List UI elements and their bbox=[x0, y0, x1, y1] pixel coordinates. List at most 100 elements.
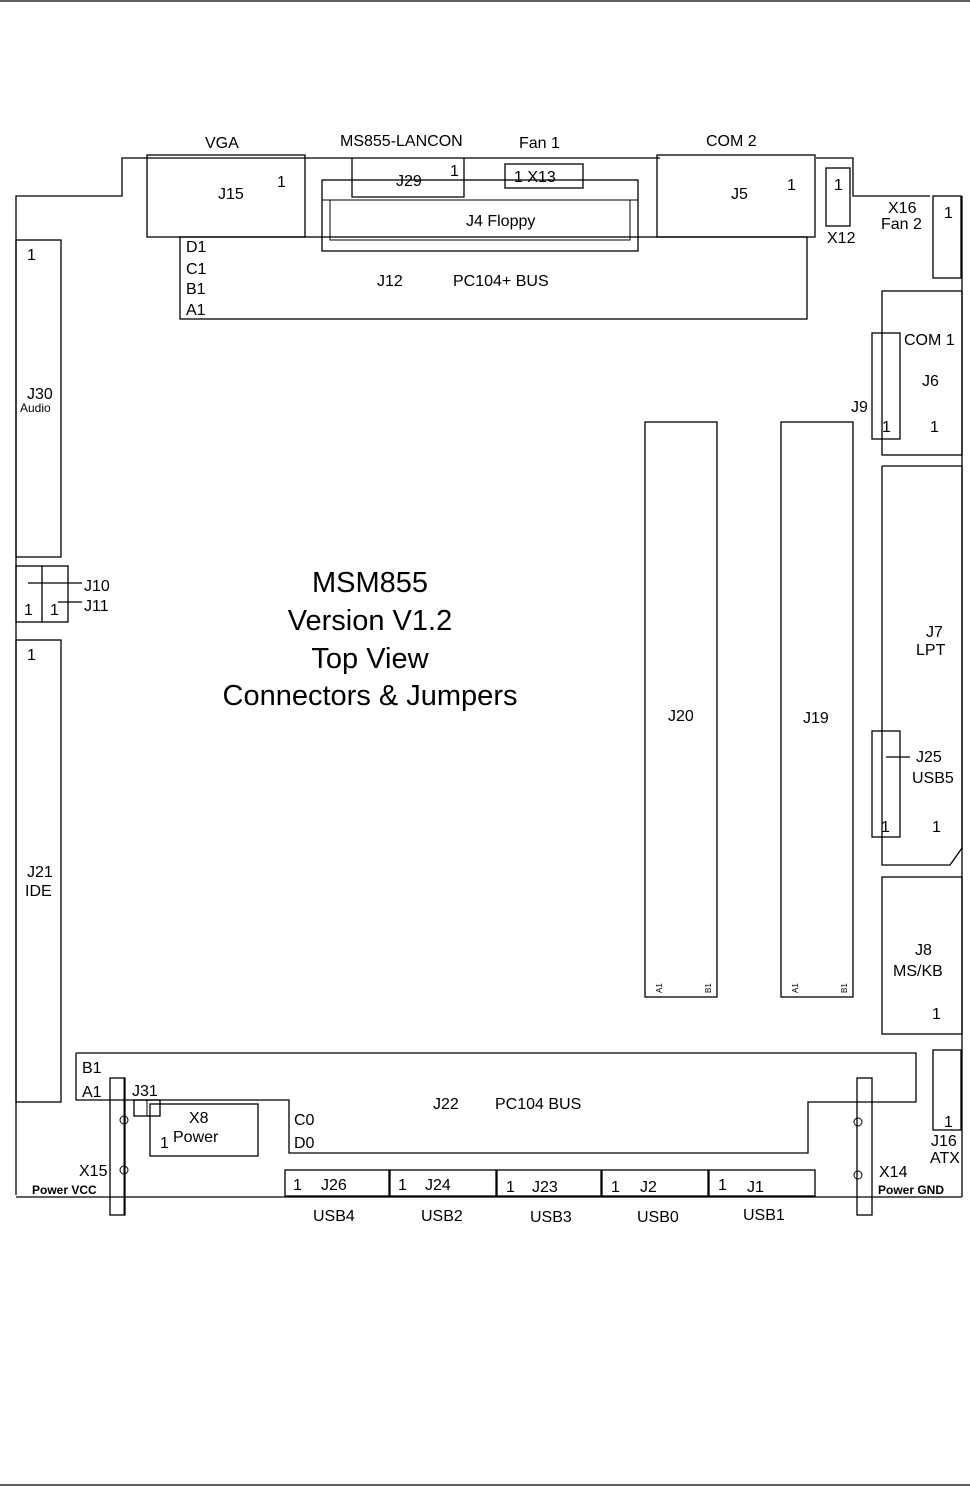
j2-connector bbox=[601, 1169, 709, 1197]
j2-pin-1: 1 bbox=[611, 1179, 620, 1196]
j15-pin-1: 1 bbox=[277, 174, 286, 191]
x13-label: 1 X13 bbox=[514, 169, 556, 186]
j30-pin-1: 1 bbox=[27, 247, 36, 264]
x14-hole-2 bbox=[853, 1170, 863, 1180]
usb2-label: USB2 bbox=[421, 1208, 463, 1225]
board-outline-right-top bbox=[816, 157, 930, 197]
j24-connector bbox=[389, 1169, 497, 1197]
x8-connector bbox=[149, 1103, 259, 1157]
j22-row-b1: B1 bbox=[82, 1060, 102, 1077]
x12-label: X12 bbox=[827, 230, 856, 247]
j9-pin-1: 1 bbox=[882, 419, 891, 436]
usb-header-j26: 1 J26 USB4 bbox=[284, 1169, 390, 1225]
x16-connector bbox=[932, 195, 962, 279]
fan1-label: Fan 1 bbox=[519, 135, 560, 152]
j10-label: J10 bbox=[84, 578, 110, 595]
j20-pin-a1: A1 bbox=[655, 983, 664, 993]
j26-label: J26 bbox=[321, 1177, 347, 1194]
power-gnd-label: Power GND bbox=[878, 1183, 944, 1197]
j30-connector bbox=[15, 239, 62, 558]
vga-label: VGA bbox=[205, 135, 239, 152]
com1-label: COM 1 bbox=[904, 332, 955, 349]
j25-connector bbox=[871, 730, 901, 838]
j22-row-c0: C0 bbox=[294, 1112, 315, 1129]
power-vcc-label: Power VCC bbox=[32, 1183, 97, 1197]
x12-connector bbox=[825, 167, 851, 227]
x14-bar bbox=[856, 1077, 873, 1216]
j12-row-b1: B1 bbox=[186, 281, 206, 298]
j29-connector bbox=[351, 158, 465, 198]
j20-connector bbox=[644, 421, 718, 998]
j25-pin-1: 1 bbox=[881, 819, 890, 836]
usb5-label: USB5 bbox=[912, 770, 954, 787]
j25-label: J25 bbox=[916, 749, 942, 766]
x15-label: X15 bbox=[79, 1163, 108, 1180]
lpt-label: LPT bbox=[916, 642, 946, 659]
j7-pin-1: 1 bbox=[932, 819, 941, 836]
j19-label: J19 bbox=[803, 710, 829, 727]
usb3-label: USB3 bbox=[530, 1209, 572, 1226]
j12-row-d1: D1 bbox=[186, 239, 207, 256]
j24-label: J24 bbox=[425, 1177, 451, 1194]
j16-pin-1: 1 bbox=[944, 1114, 953, 1131]
com2-label: COM 2 bbox=[706, 133, 757, 150]
title-line3: Top View bbox=[311, 643, 429, 675]
j23-connector bbox=[496, 1169, 602, 1197]
usb-header-j1: 1 J1 USB1 bbox=[708, 1169, 816, 1224]
pc104plus-label: PC104+ BUS bbox=[453, 273, 549, 290]
j8-connector bbox=[881, 876, 963, 1035]
j26-pin-1: 1 bbox=[293, 1177, 302, 1194]
fan2-label: Fan 2 bbox=[881, 216, 922, 233]
j7-connector bbox=[881, 465, 963, 866]
j23-pin-1: 1 bbox=[506, 1179, 515, 1196]
j4-outer bbox=[321, 179, 639, 252]
j6-pin-1: 1 bbox=[930, 419, 939, 436]
usb4-label: USB4 bbox=[313, 1208, 355, 1225]
x14-hole-1 bbox=[853, 1117, 863, 1127]
j1-connector bbox=[708, 1169, 816, 1197]
j12-row-c1: C1 bbox=[186, 261, 207, 278]
j12-row-a1: A1 bbox=[186, 302, 206, 319]
j19-pin-b1: B1 bbox=[840, 983, 849, 993]
j19-pin-a1: A1 bbox=[791, 983, 800, 993]
j21-pin-1: 1 bbox=[27, 647, 36, 664]
usb-header-j23: 1 J23 USB3 bbox=[496, 1169, 602, 1226]
j29-pin-1: 1 bbox=[450, 163, 459, 180]
usb-header-j2: 1 J2 USB0 bbox=[601, 1169, 709, 1226]
j9-connector bbox=[871, 332, 901, 440]
j16-connector bbox=[932, 1049, 962, 1131]
usb1-label: USB1 bbox=[743, 1207, 785, 1224]
j9-label: J9 bbox=[851, 399, 868, 416]
j2-label: J2 bbox=[640, 1179, 657, 1196]
x14-label: X14 bbox=[879, 1164, 908, 1181]
j15-label: J15 bbox=[218, 186, 244, 203]
j6-connector bbox=[881, 290, 963, 456]
title-line2: Version V1.2 bbox=[288, 605, 452, 637]
j11-label: J11 bbox=[84, 598, 109, 615]
j19-connector bbox=[780, 421, 854, 998]
lancon-label: MS855-LANCON bbox=[340, 133, 463, 150]
j4-inner bbox=[329, 199, 631, 241]
pc104-label: PC104 BUS bbox=[495, 1096, 581, 1113]
j31-label: J31 bbox=[132, 1083, 158, 1100]
j16-label: J16 bbox=[931, 1133, 957, 1150]
x16-pin-1: 1 bbox=[944, 205, 953, 222]
x12-pin-1: 1 bbox=[834, 177, 843, 194]
atx-label: ATX bbox=[930, 1150, 960, 1167]
j12-connector bbox=[179, 236, 808, 320]
j29-label: J29 bbox=[396, 173, 422, 190]
j22-row-d0: D0 bbox=[294, 1135, 315, 1152]
j8-label: J8 bbox=[915, 942, 932, 959]
title-line1: MSM855 bbox=[312, 567, 428, 599]
mskb-label: MS/KB bbox=[893, 963, 943, 980]
j20-pin-b1: B1 bbox=[704, 983, 713, 993]
j30-label: J30 bbox=[27, 386, 53, 403]
x16-label: X16 bbox=[888, 200, 917, 217]
usb0-label: USB0 bbox=[637, 1209, 679, 1226]
audio-label: Audio bbox=[20, 401, 51, 415]
j20-label: J20 bbox=[668, 708, 694, 725]
j26-connector bbox=[284, 1169, 390, 1197]
j1-label: J1 bbox=[747, 1179, 764, 1196]
j5-label: J5 bbox=[731, 186, 748, 203]
